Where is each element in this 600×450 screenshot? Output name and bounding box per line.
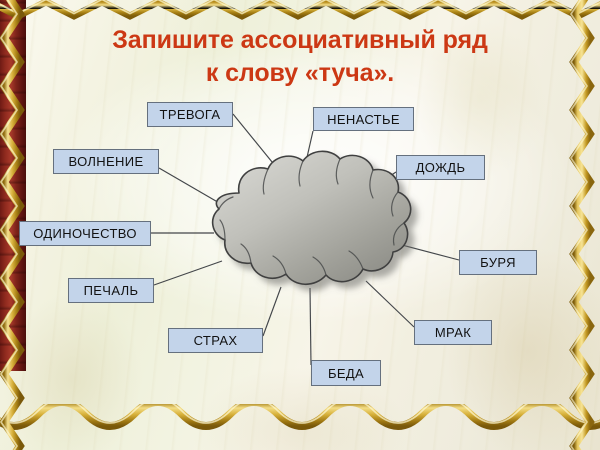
association-label-odinochestvo[interactable]: ОДИНОЧЕСТВО [19, 221, 151, 246]
association-label-trevoga[interactable]: ТРЕВОГА [147, 102, 233, 127]
association-label-volnenie[interactable]: ВОЛНЕНИЕ [53, 149, 159, 174]
connector-line-mrak [365, 280, 415, 328]
connector-line-pechal [153, 260, 223, 286]
slide-title: Запишите ассоциативный ряд к слову «туча… [112, 26, 488, 87]
association-label-nenaste[interactable]: НЕНАСТЬЕ [313, 107, 414, 131]
association-label-pechal[interactable]: ПЕЧАЛЬ [68, 278, 154, 303]
association-label-strah[interactable]: СТРАХ [168, 328, 263, 353]
association-label-dozhd[interactable]: ДОЖДЬ [396, 155, 485, 180]
cloud-node [211, 150, 412, 286]
association-label-burya[interactable]: БУРЯ [459, 250, 537, 275]
association-label-beda[interactable]: БЕДА [311, 360, 381, 386]
connector-line-beda [309, 287, 312, 366]
association-label-mrak[interactable]: МРАК [414, 320, 492, 345]
connector-line-strah [262, 286, 282, 337]
